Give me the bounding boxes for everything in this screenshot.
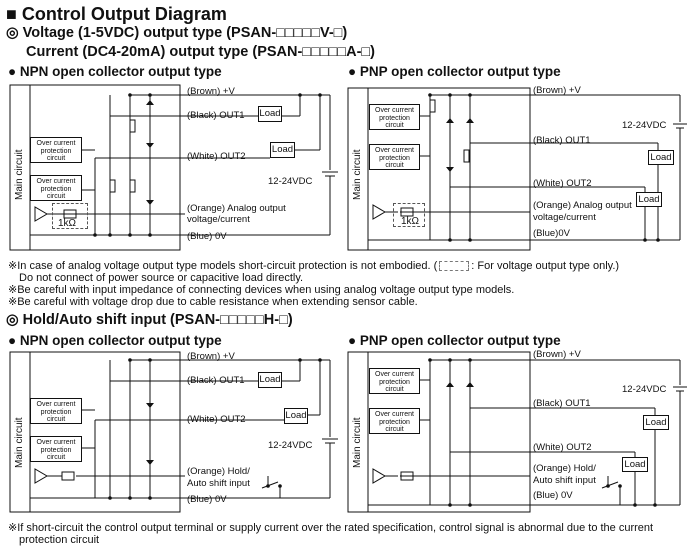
note-1-tail: : For voltage output type only.) [471,260,620,272]
ocp-text-line1: Over current [375,411,414,418]
ocp-text-line3: circuit [46,155,66,162]
top-npn-black: (Black) OUT1 [187,110,245,121]
ocp-text-line2: protection [40,185,72,193]
top-pnp-load-2: Load [636,192,662,207]
ocp-text-line3: circuit [385,162,404,169]
dashed-box-legend [439,261,470,272]
bottom-pnp-auto-shift: Auto shift input [533,475,596,486]
ocp-text-line3: circuit [385,426,404,433]
top-pnp-orange: (Orange) Analog output [533,200,632,211]
bottom-npn-white: (White) OUT2 [187,414,246,425]
note-3: ※Be careful with voltage drop due to cab… [8,296,418,308]
ocp-text-line1: Over current [375,107,414,114]
top-pnp-voltage-current: voltage/current [533,212,596,223]
ocp-text-line2: protection [40,408,72,416]
ocp-text-line2: protection [40,147,72,155]
ocp-text-line1: Over current [375,371,414,378]
ocp-text-line2: protection [379,154,410,162]
bottom-pnp-heading: ● PNP open collector output type [348,333,561,348]
bottom-pnp-supply: 12-24VDC [622,384,667,395]
ocp-text-line1: Over current [36,178,76,185]
top-npn-load-2: Load [270,142,295,158]
hold-header: ◎ Hold/Auto shift input (PSAN-□□□□□H-□) [6,312,293,328]
note-1-text: ※In case of analog voltage output type m… [8,260,438,272]
note-1: ※In case of analog voltage output type m… [8,260,619,272]
top-npn-white: (White) OUT2 [187,151,246,162]
top-npn-resistor-dashed [52,203,88,229]
ocp-text-line2: protection [379,418,410,426]
bottom-pnp-white: (White) OUT2 [533,442,592,453]
top-npn-supply: 12-24VDC [268,176,313,187]
top-npn-voltage-current: voltage/current [187,214,250,225]
bottom-pnp-brown: (Brown) +V [533,349,581,360]
bottom-npn-black: (Black) OUT1 [187,375,245,386]
top-npn-load-1: Load [258,106,282,122]
ocp-text-line1: Over current [36,439,76,446]
bottom-npn-load-2: Load [284,408,308,424]
bottom-pnp-black: (Black) OUT1 [533,398,591,409]
top-npn-orange: (Orange) Analog output [187,203,286,214]
ocp-text-line2: protection [379,114,410,122]
top-pnp-white: (White) OUT2 [533,178,592,189]
ocp-text-line3: circuit [46,416,66,423]
top-pnp-heading: ● PNP open collector output type [348,64,561,79]
top-pnp-blue: (Blue)0V [533,228,570,239]
top-pnp-black: (Black) OUT1 [533,135,591,146]
ocp-text-line1: Over current [36,401,76,408]
bottom-npn-brown: (Brown) +V [187,351,235,362]
top-npn-blue: (Blue) 0V [187,231,227,242]
top-npn-resistor-label: 1kΩ [58,218,77,229]
ocp-text-line3: circuit [46,193,66,200]
top-pnp-resistor-dashed [393,203,425,227]
ocp-text-line3: circuit [385,122,404,129]
ocp-text-line1: Over current [375,147,414,154]
ocp-text-line2: protection [379,378,410,386]
voltage-output-header: ◎ Voltage (1-5VDC) output type (PSAN-□□□… [6,25,348,41]
top-npn-brown: (Brown) +V [187,86,235,97]
note-2: ※Be careful with input impedance of conn… [8,284,515,296]
ocp-text-line2: protection [40,446,72,454]
ocp-text-line3: circuit [385,386,404,393]
bottom-pnp-load-2: Load [622,457,648,472]
bottom-npn-auto-shift: Auto shift input [187,478,250,489]
note-4b: protection circuit [19,534,100,546]
bottom-npn-load-1: Load [258,372,282,388]
bottom-npn-orange: (Orange) Hold/ [187,466,250,477]
top-pnp-load-1: Load [648,150,674,165]
bottom-pnp-main-circuit-label: Main circuit [352,417,363,468]
bottom-pnp-orange: (Orange) Hold/ [533,463,596,474]
bottom-npn-heading: ● NPN open collector output type [8,333,222,348]
top-pnp-resistor-label: 1kΩ [401,216,420,227]
note-1b: Do not connect of power source or capaci… [19,272,304,284]
bottom-pnp-blue: (Blue) 0V [533,490,573,501]
top-pnp-brown: (Brown) +V [533,85,581,96]
current-output-header: Current (DC4-20mA) output type (PSAN-□□□… [26,44,375,60]
top-pnp-supply: 12-24VDC [622,120,667,131]
ocp-text-line1: Over current [36,140,76,147]
bottom-npn-blue: (Blue) 0V [187,494,227,505]
bottom-npn-supply: 12-24VDC [268,440,313,451]
top-npn-heading: ● NPN open collector output type [8,64,222,79]
note-4: ※If short-circuit the control output ter… [8,522,654,534]
page-title: ■ Control Output Diagram [6,4,227,24]
ocp-text-line3: circuit [46,454,66,461]
bottom-pnp-load-1: Load [643,415,669,430]
